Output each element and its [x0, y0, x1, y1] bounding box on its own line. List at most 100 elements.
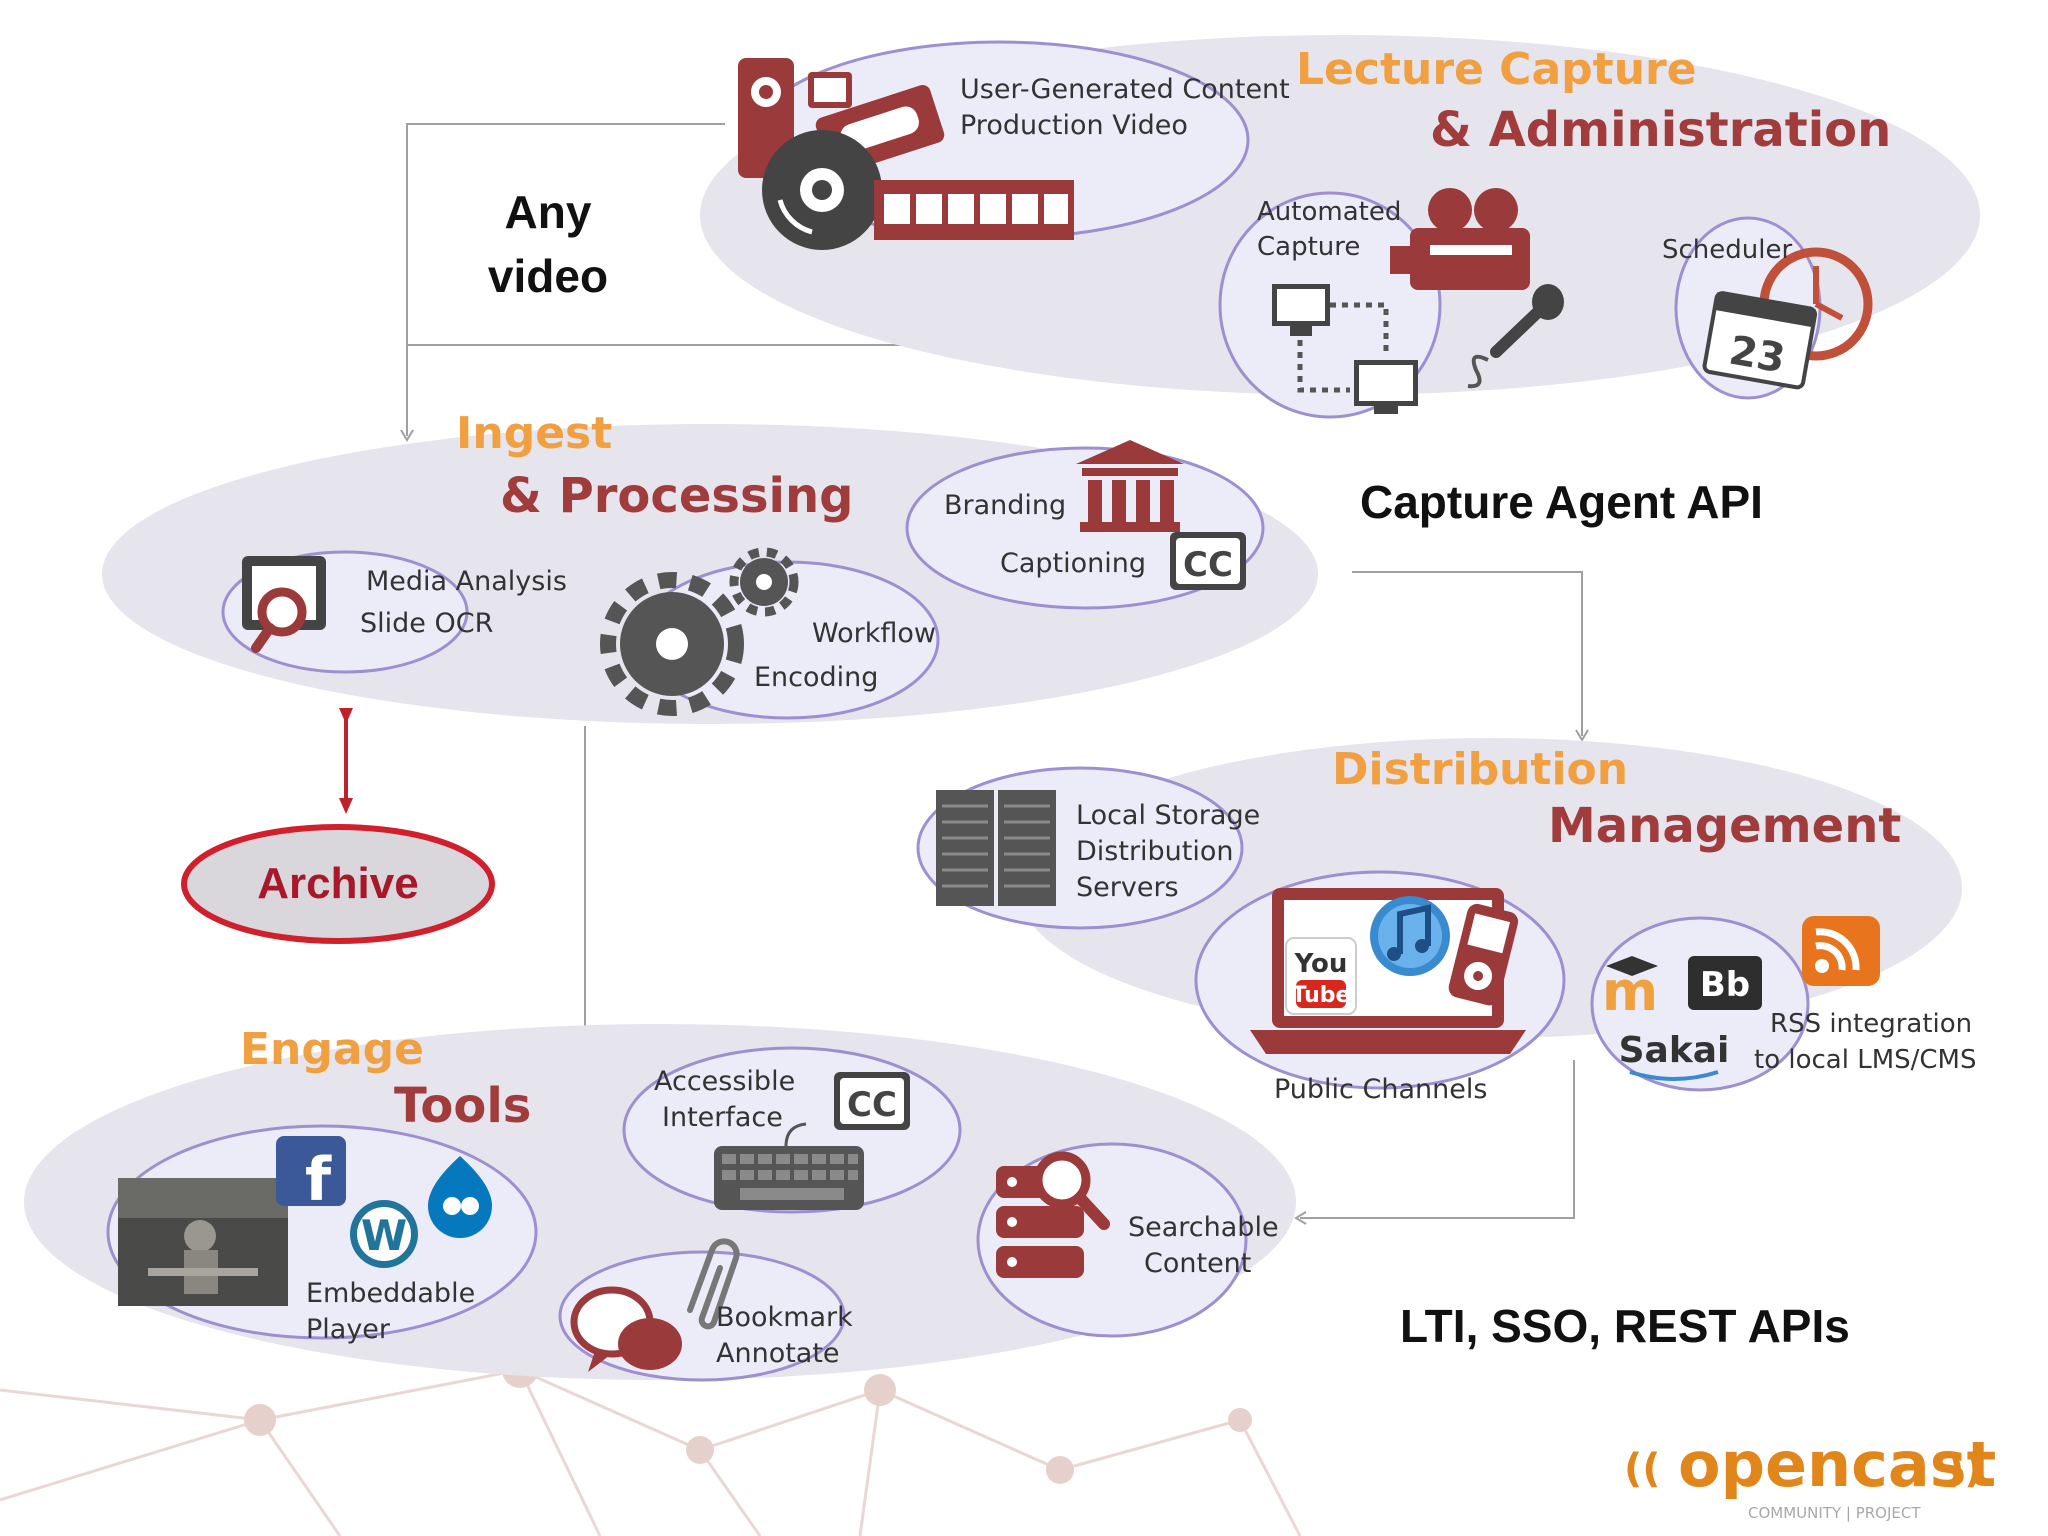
section-lecture-capture: Lecture Capture & Administration: [700, 35, 1980, 419]
itunes-icon: [1370, 896, 1450, 976]
logo-right-waves: )): [1946, 1446, 1983, 1492]
rss-icon: [1802, 916, 1880, 986]
closed-captions-icon: CC: [834, 1072, 910, 1130]
speech-bubbles-icon: [570, 1286, 682, 1372]
bookmark-label: Bookmark: [716, 1302, 853, 1333]
youtube-text-line1: You: [1294, 949, 1348, 979]
section-heading-line2: & Processing: [500, 468, 854, 524]
bubble-rss-integration: m Bb Sakai RSS integration to local LMS/…: [1590, 916, 1977, 1092]
logo-tagline: COMMUNITY | PROJECT: [1748, 1504, 1921, 1522]
opencast-logo: (( opencast )) COMMUNITY | PROJECT: [1624, 1428, 1996, 1522]
youtube-text-line2: Tube: [1292, 983, 1351, 1008]
bubble-local-storage: Local Storage Distribution Servers: [916, 766, 1260, 930]
embeddable-label-line1: Embeddable: [306, 1278, 475, 1309]
bubble-searchable-content: Searchable Content: [976, 1142, 1279, 1338]
paperclip-icon: [687, 1238, 740, 1330]
logo-left-waves: ((: [1624, 1446, 1661, 1492]
encoding-label: Encoding: [754, 662, 878, 693]
blackboard-icon: Bb: [1688, 956, 1762, 1010]
storage-label-line2: Distribution: [1076, 836, 1234, 867]
section-heading-line2: & Administration: [1430, 102, 1891, 158]
camera-icon: [1390, 188, 1530, 290]
archive-node: Archive: [181, 708, 495, 944]
computer-network-icon: [1272, 284, 1418, 414]
automated-label-line1: Automated: [1257, 197, 1401, 227]
automated-label-line2: Capture: [1257, 232, 1360, 262]
wordpress-icon: W: [350, 1200, 418, 1268]
cc-badge-text: CC: [1183, 545, 1233, 585]
drupal-icon: [428, 1156, 492, 1238]
bubble-branding-captioning: CC Branding Captioning: [905, 440, 1265, 610]
accessible-label-line1: Accessible: [654, 1066, 795, 1097]
accessible-label-line2: Interface: [662, 1102, 783, 1133]
server-rack-icon: [936, 790, 1056, 906]
magnifier-screen-icon: [242, 556, 326, 653]
any-video-label-line2: video: [488, 250, 608, 302]
wordpress-text: W: [361, 1211, 407, 1260]
section-ingest-processing: Ingest & Processing Media Analysis Slide…: [102, 408, 1318, 724]
storage-label-line3: Servers: [1076, 872, 1179, 903]
blackboard-text: Bb: [1700, 965, 1750, 1005]
video-thumbnail: [118, 1178, 288, 1306]
bubble-user-generated-content: User-Generated Content Production Video: [738, 40, 1290, 250]
microphone-icon: [1467, 284, 1564, 389]
ugc-label-line1: User-Generated Content: [960, 74, 1290, 105]
any-video-label-line1: Any: [505, 186, 592, 238]
section-distribution-management: Distribution Management Local Storage Di…: [916, 738, 1977, 1105]
rss-label-line1: RSS integration: [1770, 1009, 1972, 1039]
connector-lines: [400, 123, 1589, 1225]
embeddable-label-line2: Player: [306, 1314, 391, 1345]
moodle-text: m: [1602, 960, 1658, 1023]
facebook-text: f: [305, 1145, 332, 1215]
sakai-icon: Sakai: [1619, 1030, 1730, 1081]
youtube-icon: You Tube: [1285, 937, 1357, 1015]
facebook-icon: f: [276, 1136, 346, 1215]
calendar-day: 23: [1726, 328, 1789, 383]
bubble-accessible-interface: CC Accessible Interface: [622, 1046, 962, 1214]
section-engage-tools: Engage Tools f: [24, 1024, 1296, 1382]
bubble-workflow: Workflow Encoding: [600, 547, 940, 720]
section-heading-line1: Lecture Capture: [1296, 44, 1697, 95]
media-player-icon: [1448, 903, 1519, 1006]
calendar-icon: 23: [1702, 247, 1873, 390]
lti-sso-rest-apis-label: LTI, SSO, REST APIs: [1400, 1300, 1850, 1352]
gear-icon: [600, 547, 799, 716]
section-heading-line1: Ingest: [456, 408, 612, 459]
bubble-embeddable-player: f W Embeddable Player: [106, 1124, 538, 1345]
cc-badge-text: CC: [847, 1085, 897, 1125]
film-strip-icon: [874, 180, 1074, 240]
closed-captions-icon: CC: [1170, 532, 1246, 590]
branding-label: Branding: [944, 490, 1066, 521]
archive-label: Archive: [257, 859, 418, 908]
bubble-scheduler: 23 Scheduler: [1662, 216, 1873, 400]
sakai-text: Sakai: [1619, 1030, 1730, 1071]
bubble-public-channels: You Tube Public Channels: [1194, 870, 1566, 1105]
public-channels-label: Public Channels: [1274, 1074, 1487, 1105]
scheduler-label: Scheduler: [1662, 235, 1792, 265]
rss-label-line2: to local LMS/CMS: [1754, 1045, 1977, 1075]
workflow-label: Workflow: [812, 618, 936, 649]
section-heading-line1: Distribution: [1332, 744, 1628, 795]
section-heading-line1: Engage: [240, 1024, 424, 1075]
capture-agent-api-label: Capture Agent API: [1360, 476, 1763, 528]
searchable-label-line1: Searchable: [1128, 1212, 1279, 1243]
moodle-icon: m: [1602, 956, 1658, 1023]
media-analysis-label-line2: Slide OCR: [360, 608, 493, 639]
storage-label-line1: Local Storage: [1076, 800, 1260, 831]
section-heading-line2: Tools: [394, 1078, 531, 1134]
disc-icon: [762, 130, 882, 250]
keyboard-icon: [714, 1122, 864, 1210]
media-analysis-label-line1: Media Analysis: [366, 566, 567, 597]
section-heading-line2: Management: [1548, 798, 1901, 854]
ugc-label-line2: Production Video: [960, 110, 1188, 141]
searchable-label-line2: Content: [1144, 1248, 1251, 1279]
database-search-icon: [996, 1151, 1110, 1278]
captioning-label: Captioning: [1000, 548, 1146, 579]
annotate-label: Annotate: [716, 1338, 840, 1369]
bubble-bookmark-annotate: Bookmark Annotate: [558, 1238, 853, 1382]
building-icon: [1076, 440, 1184, 532]
bubble-media-analysis: Media Analysis Slide OCR: [221, 550, 567, 674]
logo-wordmark: opencast: [1678, 1428, 1996, 1501]
bubble-automated-capture: Automated Capture: [1218, 188, 1564, 419]
